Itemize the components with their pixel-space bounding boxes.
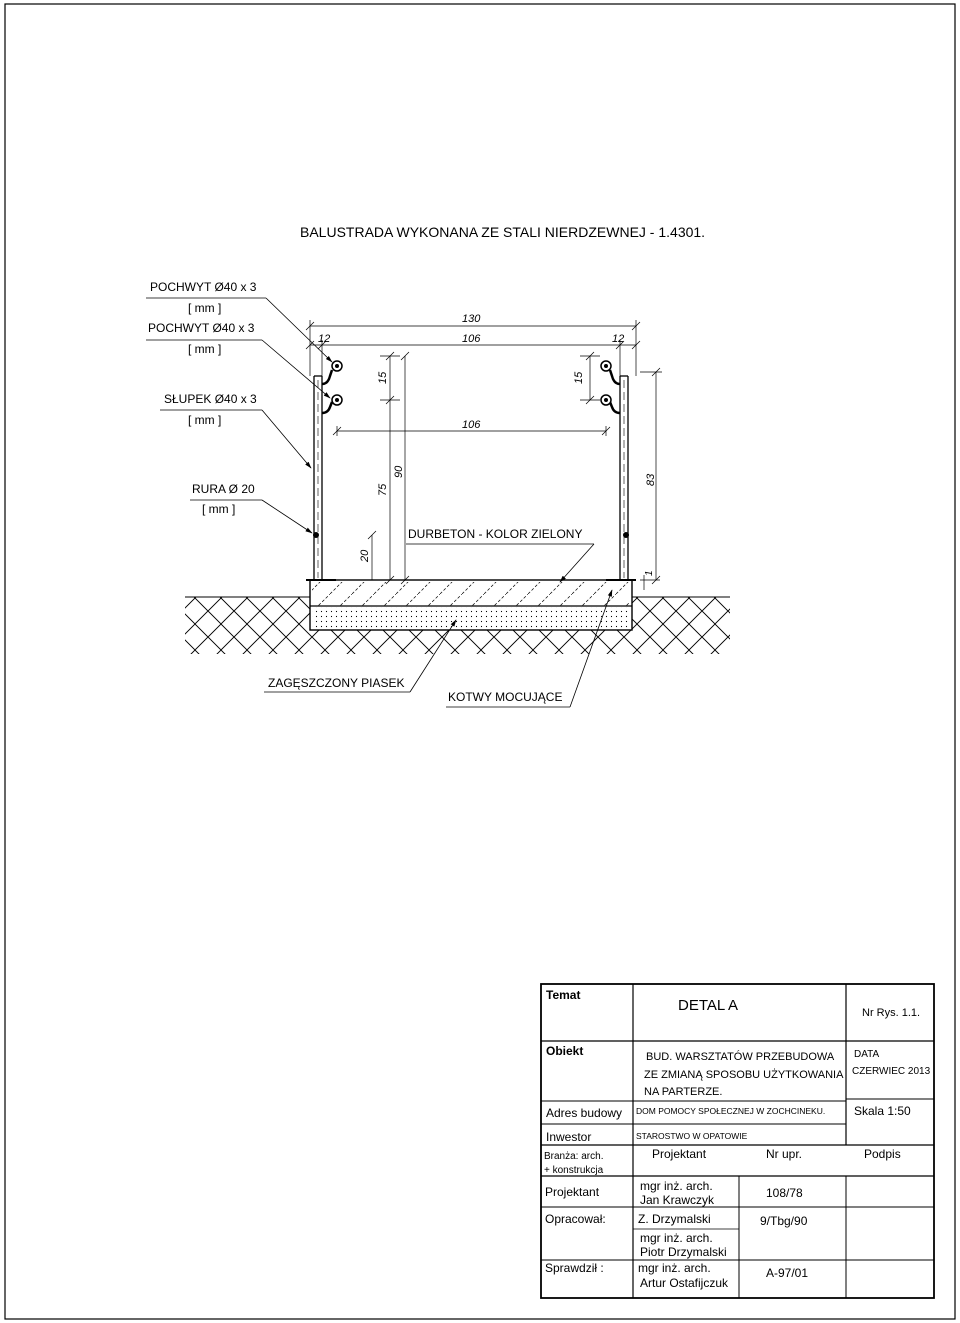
- foundation-slab: [309, 579, 633, 631]
- tb-row-nr: A-97/01: [766, 1266, 808, 1280]
- dim-height-75: 75: [377, 483, 389, 496]
- label-slupek: SŁUPEK Ø40 x 3: [164, 392, 257, 406]
- dim-height-90: 90: [393, 465, 405, 478]
- tb-row-name1: mgr inż. arch.: [638, 1261, 711, 1275]
- left-post: [306, 360, 343, 581]
- tb-row-name2: Jan Krawczyk: [640, 1193, 715, 1207]
- tb-row-name2: Artur Ostafijczuk: [640, 1276, 729, 1290]
- tb-inwestor-label: Inwestor: [546, 1130, 591, 1144]
- tb-data-label: DATA: [854, 1049, 880, 1060]
- right-post: [600, 360, 636, 581]
- tb-branza-line1: Branża: arch.: [544, 1151, 603, 1162]
- dim-inner-mid: 106: [462, 419, 481, 431]
- tb-temat-value: DETAL A: [678, 997, 738, 1014]
- dim-base-1: 1: [644, 570, 655, 576]
- dimension-lines: [305, 320, 662, 590]
- title-block: [540, 983, 935, 1299]
- dim-inner-top: 106: [462, 333, 481, 345]
- dim-overall: 130: [462, 313, 481, 325]
- label-rura: RURA Ø 20: [192, 482, 255, 496]
- tb-col-podpis: Podpis: [864, 1147, 901, 1161]
- sheet-frame: [4, 3, 956, 1320]
- leader-lines: [146, 297, 613, 708]
- tb-obiekt-line2: ZE ZMIANĄ SPOSOBU UŻYTKOWANIA: [644, 1068, 844, 1081]
- tb-obiekt-line1: BUD. WARSZTATÓW PRZEBUDOWA: [646, 1050, 835, 1063]
- tb-skala: Skala 1:50: [854, 1104, 911, 1118]
- label-rura-unit: [ mm ]: [202, 502, 235, 516]
- tb-branza-line2: + konstrukcja: [544, 1165, 604, 1176]
- label-slupek-unit: [ mm ]: [188, 413, 221, 427]
- label-pochwyt-2-unit: [ mm ]: [188, 342, 221, 356]
- dim-height-20: 20: [359, 549, 371, 563]
- tb-row-role: Sprawdził :: [545, 1261, 604, 1275]
- tb-temat-label: Temat: [546, 988, 580, 1002]
- tb-row-name2: Piotr Drzymalski: [640, 1245, 727, 1259]
- dim-rail-gap-right: 15: [573, 371, 585, 384]
- tb-row-nr: 108/78: [766, 1186, 803, 1200]
- tb-obiekt-label: Obiekt: [546, 1044, 583, 1058]
- tb-row-name1: mgr inż. arch.: [640, 1179, 713, 1193]
- dim-left-offset: 12: [318, 333, 330, 345]
- tb-nr-rys: Nr Rys. 1.1.: [862, 1007, 920, 1019]
- dim-height-83: 83: [645, 473, 657, 486]
- tb-data-value: CZERWIEC 2013: [852, 1066, 931, 1077]
- tb-row-name1: mgr inż. arch.: [640, 1231, 713, 1245]
- tb-row-nr: 9/Tbg/90: [760, 1214, 808, 1228]
- tb-row-name1: Z. Drzymalski: [638, 1212, 711, 1226]
- dim-right-offset: 12: [612, 333, 624, 345]
- tb-obiekt-line3: NA PARTERZE.: [644, 1086, 722, 1098]
- drawing-title: BALUSTRADA WYKONANA ZE STALI NIERDZEWNEJ…: [300, 224, 705, 240]
- tb-row-role: Projektant: [545, 1185, 600, 1199]
- tb-col-nr-upr: Nr upr.: [766, 1147, 802, 1161]
- tb-inwestor-value: STAROSTWO W OPATOWIE: [636, 1131, 748, 1141]
- tb-row-role: Opracował:: [545, 1212, 606, 1226]
- label-pochwyt-1: POCHWYT Ø40 x 3: [150, 280, 257, 294]
- tb-adres-value: DOM POMOCY SPOŁECZNEJ W ZOCHCINEKU.: [636, 1106, 825, 1116]
- label-kotwy: KOTWY MOCUJĄCE: [448, 690, 562, 704]
- label-pochwyt-1-unit: [ mm ]: [188, 301, 221, 315]
- label-pochwyt-2: POCHWYT Ø40 x 3: [148, 321, 255, 335]
- dim-rail-gap-left: 15: [377, 371, 389, 384]
- label-piasek: ZAGĘSZCZONY PIASEK: [268, 676, 404, 690]
- tb-col-projektant: Projektant: [652, 1147, 707, 1161]
- tb-adres-label: Adres budowy: [546, 1106, 622, 1120]
- label-durbeton: DURBETON - KOLOR ZIELONY: [408, 527, 582, 541]
